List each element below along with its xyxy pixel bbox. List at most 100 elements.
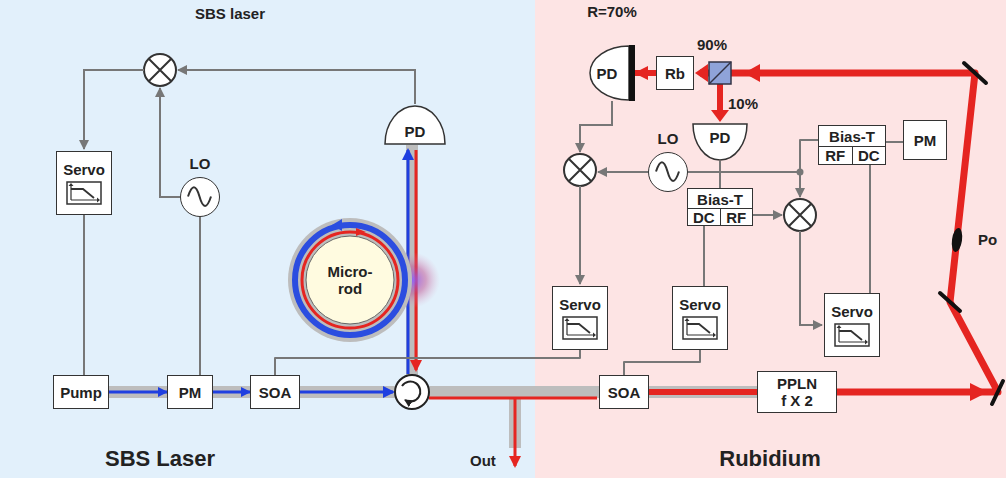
- photodetector: PD: [692, 123, 748, 161]
- mirror-coating: [629, 45, 635, 101]
- rubidium-cell: Rb: [656, 56, 694, 90]
- servo-box: Servo: [672, 286, 728, 350]
- bias-tee: Bias-TDC RF: [687, 188, 753, 226]
- connector: [649, 389, 757, 395]
- symbol-stroke: [590, 46, 629, 100]
- bias-tee-port: DC: [688, 209, 721, 226]
- connector: [703, 226, 705, 286]
- bias-tee-ports: RF DC: [819, 146, 885, 164]
- sine-symbol: [649, 153, 686, 190]
- symbol-stroke: [188, 187, 211, 206]
- sine-symbol: [181, 178, 218, 215]
- photodetector: PD: [589, 45, 635, 101]
- symbol-stroke: [839, 327, 865, 342]
- node-text: Servo: [63, 161, 105, 178]
- symbol-stroke: [67, 182, 101, 204]
- symbol-stroke: [687, 320, 713, 335]
- symbol-stroke: [835, 324, 869, 346]
- symbol-stroke: [71, 189, 94, 198]
- node-text: LO: [190, 155, 211, 172]
- bias-tee-top: Bias-T: [819, 126, 885, 145]
- bias-tee-ports: DC RF: [688, 208, 752, 226]
- node-text: Bias-T: [829, 128, 875, 145]
- servo-symbol: [834, 323, 870, 347]
- node-text: LO: [658, 130, 679, 147]
- node-text: PD: [597, 65, 618, 82]
- bias-tee-top: Bias-T: [688, 189, 752, 208]
- connector: [275, 350, 580, 375]
- symbol-stroke: [565, 318, 597, 338]
- symbol-stroke: [302, 232, 398, 328]
- phase-modulator: PM: [167, 375, 213, 409]
- panel-title: SBS laser: [195, 5, 265, 22]
- connector: [886, 141, 903, 143]
- local-oscillator: LO: [648, 152, 688, 192]
- connector: [624, 350, 700, 375]
- frequency-doubler: PPLN f X 2: [757, 371, 837, 413]
- node-text: RF: [825, 147, 845, 164]
- connector: [213, 391, 250, 394]
- node-text: Bias-T: [697, 191, 743, 208]
- phase-modulator: PM: [903, 120, 947, 160]
- symbol-stroke: [683, 317, 717, 339]
- microrod-resonator: Micro- rod: [286, 216, 414, 344]
- node-text: DC: [858, 147, 880, 164]
- connector: [869, 165, 871, 293]
- servo-box: Servo: [824, 293, 880, 357]
- symbol-stroke: [356, 228, 366, 236]
- node-text: PPLN f X 2: [774, 375, 820, 409]
- symbol-stroke: [656, 162, 679, 181]
- split-ratio: 10%: [728, 95, 758, 112]
- symbol-stroke: [567, 320, 593, 335]
- node-text: PD: [405, 123, 426, 140]
- servo-symbol: [682, 316, 718, 340]
- symbol-stroke: [837, 325, 869, 345]
- node-text: Servo: [831, 303, 873, 320]
- node-text: Rb: [665, 65, 685, 82]
- symbol-stroke: [567, 324, 590, 333]
- symbol-stroke: [69, 183, 101, 203]
- node-text: Servo: [559, 296, 601, 313]
- node-text: PM: [179, 384, 202, 401]
- servo-box: Servo: [552, 286, 608, 350]
- local-oscillator: LO: [180, 177, 220, 217]
- node-text: PD: [710, 129, 731, 146]
- symbol-stroke: [685, 318, 717, 338]
- optical-amplifier: SOA: [250, 375, 300, 409]
- connector: [109, 391, 167, 394]
- symbol-stroke: [693, 124, 747, 160]
- servo-symbol: [66, 181, 102, 205]
- connector: [199, 217, 201, 375]
- servo-symbol: [562, 316, 598, 340]
- section-title: Rubidium: [719, 446, 820, 472]
- pump-laser: Pump: [53, 375, 109, 409]
- symbol-stroke: [332, 219, 342, 231]
- node-text: Pump: [60, 384, 102, 401]
- symbol-stroke: [288, 218, 412, 342]
- bias-tee-port: DC: [853, 147, 886, 164]
- bias-tee: Bias-T RF DC: [818, 125, 886, 165]
- split-ratio: 90%: [697, 36, 727, 53]
- node-text: RF: [726, 209, 746, 226]
- bias-tee-port: RF: [721, 209, 753, 226]
- optical-amplifier: SOA: [599, 375, 649, 409]
- node-text: Servo: [679, 296, 721, 313]
- node-text: Micro- rod: [321, 263, 379, 297]
- symbol-stroke: [306, 236, 394, 324]
- symbol-stroke: [71, 185, 97, 200]
- polarizer-label: Po: [978, 231, 997, 248]
- photodetector: PD: [384, 105, 446, 145]
- symbol-stroke: [295, 225, 405, 335]
- node-text: PM: [914, 132, 937, 149]
- symbol-stroke: [385, 106, 445, 144]
- symbol-stroke: [839, 331, 862, 340]
- node-text: SOA: [608, 384, 641, 401]
- node-text: SOA: [259, 384, 292, 401]
- connector: [635, 70, 656, 76]
- output-label: Out: [470, 452, 496, 469]
- connector: [719, 161, 721, 188]
- symbol-stroke: [687, 324, 710, 333]
